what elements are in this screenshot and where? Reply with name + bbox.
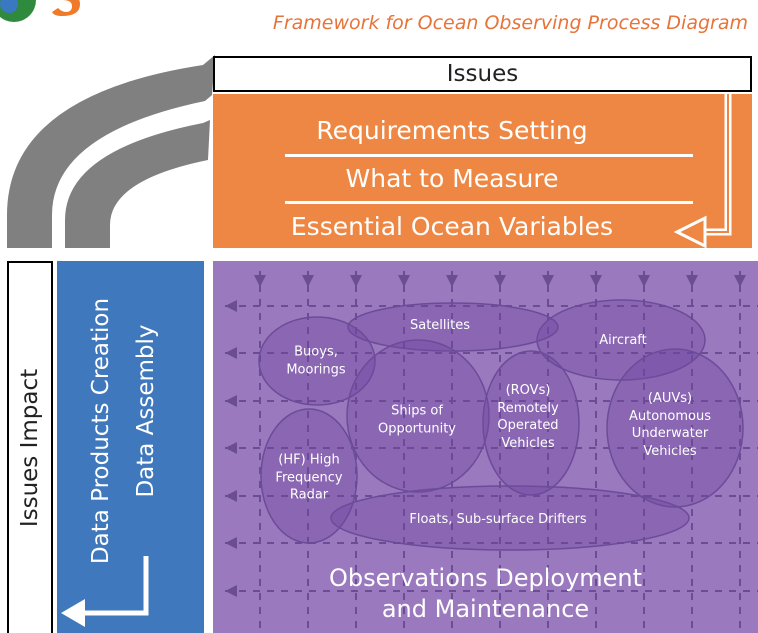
auvs-ellipse [606,348,744,508]
requirements-setting-label: Requirements Setting [316,116,588,145]
left-arrow-icon [225,537,237,549]
requirements-panel: Requirements Setting What to Measure Ess… [213,94,752,248]
down-arrow-icon [638,275,650,287]
divider [285,201,693,204]
issues-impact-label: Issues Impact [17,368,43,528]
down-arrow-icon [350,275,362,287]
page-title: Framework for Ocean Observing Process Di… [272,12,748,34]
left-arrow-icon [225,395,237,407]
logo [0,0,95,24]
down-arrow-icon [542,275,554,287]
ships-label: Ships of Opportunity [377,403,457,436]
down-arrow-icon [446,275,458,287]
issues-impact-box: Issues Impact [7,261,53,633]
return-arrow-icon [673,94,732,248]
left-arrow-icon [225,490,237,502]
radar-ellipse [260,408,358,544]
feedback-arcs [7,55,215,248]
down-arrow-icon [302,275,314,287]
observations-panel: Satellites Buoys, Moorings Aircraft Ship… [213,261,758,633]
left-arrow-icon [225,300,237,312]
rovs-ellipse [482,350,580,496]
outer-arc [7,55,215,248]
floats-ellipse [330,485,690,551]
floats-label: Floats, Sub-surface Drifters [409,512,587,528]
aircraft-label: Aircraft [599,333,647,349]
left-arrow-icon [225,585,237,597]
down-arrow-icon [254,275,266,287]
inner-arc [65,120,210,248]
observations-title-line2: and Maintenance [381,595,590,624]
data-panel: Data Products Creation Data Assembly [57,261,204,633]
auvs-label: (AUVs) Autonomous Underwater Vehicles [628,390,712,459]
ships-ellipse [346,339,490,493]
issues-box: Issues [213,56,752,92]
observations-title: Observations Deployment and Maintenance [213,563,758,625]
observations-title-line1: Observations Deployment [328,564,643,592]
left-arrow-icon [225,442,237,454]
rovs-label: (ROVs) Remotely Operated Vehicles [497,382,559,451]
down-arrow-icon [398,275,410,287]
down-arrow-icon [686,275,698,287]
divider [285,154,693,157]
essential-ocean-variables-label: Essential Ocean Variables [290,212,614,241]
data-flow-arrow-icon [61,556,149,627]
radar-label: (HF) High Frequency Radar [275,452,343,503]
buoys-ellipse [258,316,376,406]
left-arrow-icon [225,347,237,359]
what-to-measure-label: What to Measure [345,164,559,193]
down-arrow-icon [590,275,602,287]
observation-grid [225,271,758,633]
down-arrow-icon [494,275,506,287]
down-arrow-icon [734,275,746,287]
satellites-label: Satellites [409,318,471,334]
satellites-ellipse [347,302,559,352]
buoys-label: Buoys, Moorings [286,344,346,377]
issues-label: Issues [446,61,519,87]
